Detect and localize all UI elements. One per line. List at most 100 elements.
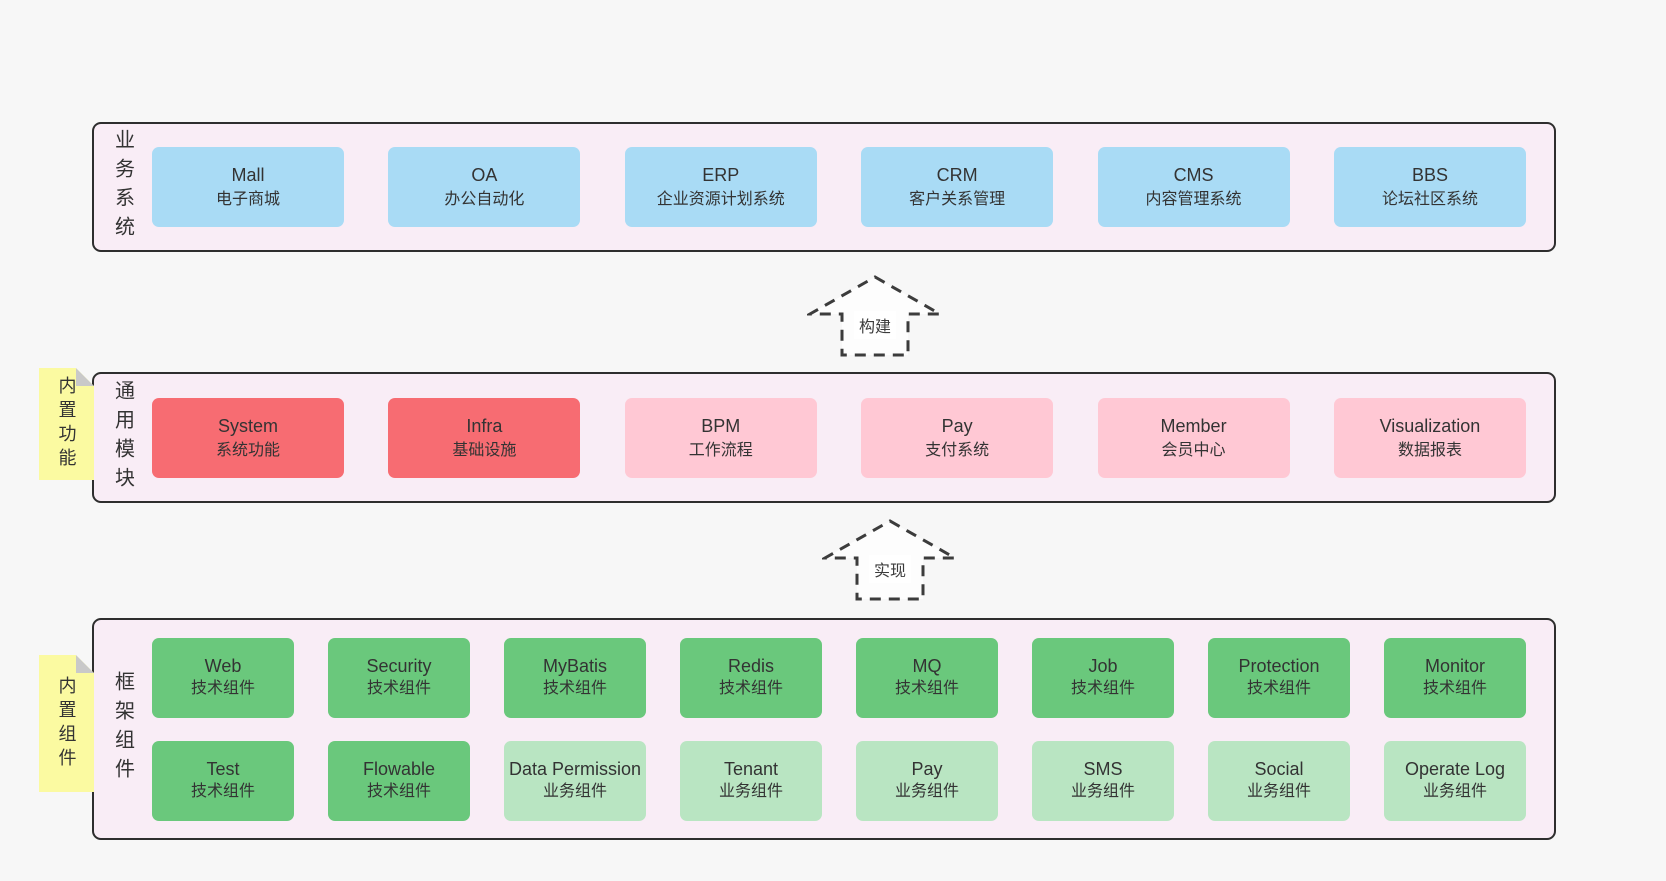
band-content: Web 技术组件 Security 技术组件 MyBatis 技术组件 Redi…: [152, 620, 1526, 838]
box-name: CMS: [1173, 165, 1214, 186]
box-infra: Infra 基础设施: [388, 397, 581, 478]
box-name: Pay: [941, 415, 973, 436]
box-operate-log: Operate Log 业务组件: [1384, 740, 1526, 821]
box-name: Operate Log: [1404, 759, 1506, 780]
box-bpm: BPM 工作流程: [624, 397, 817, 478]
sticky-label: 内置功能: [56, 376, 77, 472]
box-name: MQ: [912, 656, 942, 677]
box-subtitle: 业务组件: [718, 782, 783, 800]
box-name: BBS: [1411, 165, 1448, 186]
box-subtitle: 技术组件: [190, 782, 255, 800]
box-subtitle: 技术组件: [1246, 679, 1311, 697]
box-name: Web: [204, 656, 242, 677]
box-name: OA: [471, 165, 498, 186]
box-subtitle: 基础设施: [452, 441, 517, 459]
box-subtitle: 办公自动化: [444, 191, 525, 209]
box-name: BPM: [701, 415, 741, 436]
box-pay-system: Pay 支付系统: [861, 397, 1054, 478]
box-name: Flowable: [362, 759, 436, 780]
sticky-note-built-in-features: 内置功能: [39, 368, 94, 480]
box-data-permission: Data Permission 业务组件: [504, 740, 646, 821]
box-subtitle: 企业资源计划系统: [656, 191, 785, 209]
box-subtitle: 技术组件: [1422, 679, 1487, 697]
box-redis: Redis 技术组件: [680, 637, 822, 718]
box-subtitle: 技术组件: [718, 679, 783, 697]
box-subtitle: 技术组件: [366, 679, 431, 697]
box-name: Security: [366, 656, 432, 677]
sticky-label: 内置组件: [56, 675, 77, 772]
box-subtitle: 技术组件: [190, 679, 255, 697]
box-subtitle: 业务组件: [1070, 782, 1135, 800]
box-name: Pay: [911, 759, 943, 780]
box-cms: CMS 内容管理系统: [1097, 147, 1290, 227]
band-content: System 系统功能 Infra 基础设施 BPM 工作流程 Pay 支付系统…: [152, 374, 1526, 501]
box-tenant: Tenant 业务组件: [680, 740, 822, 821]
box-name: Social: [1254, 759, 1304, 780]
box-protection: Protection 技术组件: [1208, 637, 1350, 718]
box-subtitle: 电子商城: [215, 191, 280, 209]
box-subtitle: 客户关系管理: [909, 191, 1006, 209]
components-row-2: Test 技术组件 Flowable 技术组件 Data Permission …: [152, 740, 1526, 821]
box-subtitle: 数据报表: [1397, 441, 1462, 459]
arrow-implement: 实现: [822, 518, 958, 602]
band-label: 框架组件: [111, 671, 134, 787]
box-name: Tenant: [723, 759, 779, 780]
box-subtitle: 工作流程: [688, 441, 753, 459]
box-subtitle: 技术组件: [366, 782, 431, 800]
box-flowable: Flowable 技术组件: [328, 740, 470, 821]
box-subtitle: 技术组件: [1070, 679, 1135, 697]
arrow-label: 实现: [868, 554, 912, 583]
box-mybatis: MyBatis 技术组件: [504, 637, 646, 718]
box-subtitle: 技术组件: [894, 679, 959, 697]
box-name: Mall: [231, 165, 265, 186]
box-subtitle: 会员中心: [1161, 441, 1226, 459]
box-subtitle: 支付系统: [925, 441, 990, 459]
band-label: 通用模块: [111, 379, 134, 496]
box-crm: CRM 客户关系管理: [861, 147, 1054, 227]
box-oa: OA 办公自动化: [388, 147, 581, 227]
box-name: Data Permission: [508, 759, 642, 780]
box-name: Protection: [1238, 656, 1320, 677]
box-subtitle: 技术组件: [542, 679, 607, 697]
box-subtitle: 业务组件: [894, 782, 959, 800]
box-name: Test: [206, 759, 240, 780]
box-name: Infra: [466, 415, 503, 436]
box-test: Test 技术组件: [152, 740, 294, 821]
box-visualization: Visualization 数据报表: [1333, 397, 1526, 478]
arrow-label: 构建: [853, 310, 897, 339]
box-name: Monitor: [1424, 656, 1486, 677]
box-name: Visualization: [1379, 415, 1481, 436]
arrow-build: 构建: [807, 274, 943, 358]
box-mq: MQ 技术组件: [856, 637, 998, 718]
box-name: Job: [1088, 656, 1118, 677]
box-bbs: BBS 论坛社区系统: [1333, 147, 1526, 227]
box-name: MyBatis: [542, 656, 607, 677]
box-social: Social 业务组件: [1208, 740, 1350, 821]
box-mall: Mall 电子商城: [152, 147, 344, 227]
box-subtitle: 业务组件: [1422, 782, 1487, 800]
box-sms: SMS 业务组件: [1032, 740, 1174, 821]
box-name: Member: [1160, 415, 1227, 436]
box-subtitle: 内容管理系统: [1145, 191, 1242, 209]
box-name: System: [217, 415, 278, 436]
band-business-systems: 业务系统 Mall 电子商城 OA 办公自动化 ERP 企业资源计划系统 CRM…: [92, 122, 1556, 252]
box-name: CRM: [936, 165, 978, 186]
box-system: System 系统功能: [152, 397, 344, 478]
box-subtitle: 系统功能: [215, 441, 280, 459]
band-common-modules: 通用模块 System 系统功能 Infra 基础设施 BPM 工作流程 Pay…: [92, 372, 1556, 503]
box-name: SMS: [1083, 759, 1123, 780]
box-pay-component: Pay 业务组件: [856, 740, 998, 821]
sticky-note-built-in-components: 内置组件: [39, 655, 94, 792]
box-name: Redis: [727, 656, 775, 677]
band-framework-components: 框架组件 Web 技术组件 Security 技术组件 MyBatis 技术组件…: [92, 618, 1556, 840]
box-monitor: Monitor 技术组件: [1384, 637, 1526, 718]
box-name: ERP: [702, 165, 740, 186]
box-security: Security 技术组件: [328, 637, 470, 718]
box-subtitle: 业务组件: [542, 782, 607, 800]
box-erp: ERP 企业资源计划系统: [624, 147, 817, 227]
box-subtitle: 论坛社区系统: [1381, 191, 1478, 209]
band-content: Mall 电子商城 OA 办公自动化 ERP 企业资源计划系统 CRM 客户关系…: [152, 124, 1526, 250]
box-subtitle: 业务组件: [1246, 782, 1311, 800]
components-row-1: Web 技术组件 Security 技术组件 MyBatis 技术组件 Redi…: [152, 637, 1526, 718]
band-label: 业务系统: [111, 129, 134, 245]
